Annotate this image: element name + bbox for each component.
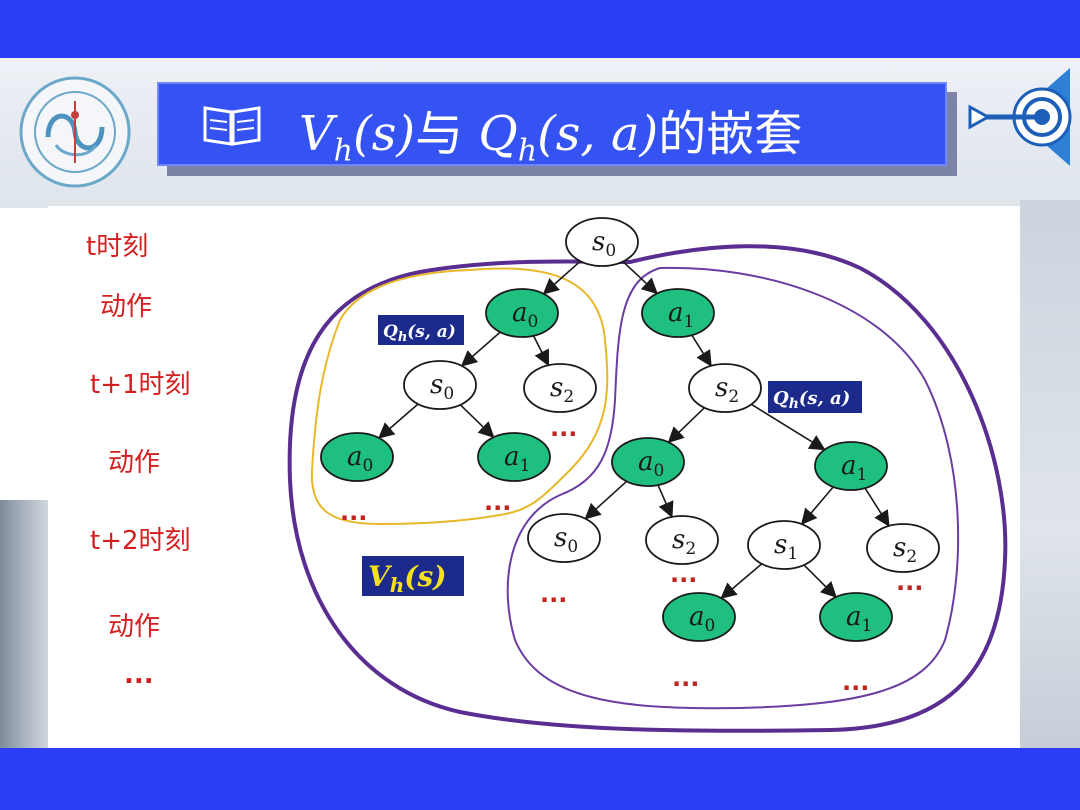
v-label-sub: h [390, 573, 405, 597]
action-node-a0_ll: a0 [321, 433, 393, 481]
tree-edge [545, 261, 580, 292]
tree-edge [587, 481, 627, 517]
state-node-s2_b: s2 [646, 516, 718, 564]
node-label-main: s [550, 373, 563, 403]
node-label-sub: 0 [654, 461, 665, 481]
ellipsis-mark: ... [670, 560, 697, 588]
tree-edge [658, 485, 671, 515]
tree-edge [380, 404, 418, 437]
action-node-a0_rm: a0 [612, 438, 684, 486]
ellipsis-mark: ... [842, 668, 869, 696]
node-label-sub: 2 [728, 387, 739, 407]
tree-edge [623, 262, 656, 293]
state-node-s0_b: s0 [528, 514, 600, 562]
q-label-arg: (s, a) [407, 322, 456, 342]
node-label-main: s [893, 533, 906, 563]
node-label-sub: 2 [563, 387, 574, 407]
q-label-sub: h [789, 396, 799, 412]
state-node-s2_left: s2 [524, 364, 596, 412]
q-boundary-right-curve [508, 268, 958, 708]
v-label-arg: (s) [404, 560, 446, 593]
node-label-sub: 1 [520, 456, 531, 476]
tree-edge [463, 332, 500, 364]
action-node-a0_top: a0 [486, 289, 558, 337]
tree-edge [670, 408, 705, 441]
state-node-s2_right: s2 [689, 364, 761, 412]
node-label-main: a [841, 451, 857, 481]
q-label-arg: (s, a) [799, 388, 850, 409]
tree-edge [692, 335, 710, 364]
node-label-main: s [715, 373, 728, 403]
node-label-main: a [504, 442, 520, 472]
state-node-s0_left: s0 [404, 361, 476, 409]
action-node-a1_bottom: a1 [820, 593, 892, 641]
ellipsis-mark: ... [484, 488, 511, 516]
node-label-main: a [347, 442, 363, 472]
node-label-sub: 0 [705, 616, 716, 636]
tree-edge [534, 336, 548, 364]
v-label: Vh(s) [362, 556, 464, 597]
tree-edge [865, 488, 888, 524]
action-node-a1_rm: a1 [815, 442, 887, 490]
q-label-right: Qh(s, a) [768, 381, 862, 413]
q-label-q: Q [383, 322, 398, 342]
q-label-left: Qh(s, a) [378, 315, 464, 345]
node-label-main: s [774, 530, 787, 560]
tree-edge [803, 487, 833, 523]
node-label-sub: 1 [684, 312, 695, 332]
node-label-sub: 2 [685, 539, 696, 559]
node-label-sub: 0 [363, 456, 374, 476]
node-label-sub: 1 [857, 465, 868, 485]
state-node-s1_b: s1 [748, 521, 820, 569]
node-label-sub: 1 [787, 544, 798, 564]
node-label-sub: 2 [906, 547, 917, 567]
tree-edge [460, 405, 492, 436]
q-label-q: Q [773, 388, 789, 409]
tree-edge [723, 564, 762, 597]
ellipsis-mark: ... [540, 580, 567, 608]
node-label-main: a [668, 298, 684, 328]
q-label-sub: h [398, 330, 407, 345]
node-label-main: s [592, 227, 605, 257]
node-label-main: a [512, 298, 528, 328]
svg-text:Qh(s, a): Qh(s, a) [773, 388, 850, 412]
node-label-main: a [846, 602, 862, 632]
node-label-sub: 1 [862, 616, 873, 636]
node-label-main: s [554, 523, 567, 553]
node-label-main: s [672, 525, 685, 555]
ellipsis-mark: ... [550, 414, 577, 442]
node-label-main: a [638, 447, 654, 477]
node-label-sub: 0 [443, 384, 454, 404]
svg-text:Qh(s, a): Qh(s, a) [383, 322, 456, 345]
ellipsis-mark: ... [340, 498, 367, 526]
node-label-sub: 0 [567, 537, 578, 557]
tree-edge [804, 565, 835, 596]
node-label-main: a [689, 602, 705, 632]
action-node-a1_top: a1 [642, 289, 714, 337]
action-node-a1_ll: a1 [478, 433, 550, 481]
node-label-main: s [430, 370, 443, 400]
ellipsis-mark: ... [896, 568, 923, 596]
svg-text:Vh(s): Vh(s) [368, 560, 447, 597]
action-node-a0_bottom: a0 [663, 593, 735, 641]
node-label-sub: 0 [605, 241, 616, 261]
state-node-s2_bb: s2 [867, 524, 939, 572]
node-label-sub: 0 [528, 312, 539, 332]
ellipsis-mark: ... [672, 664, 699, 692]
state-node-root: s0 [566, 218, 638, 266]
